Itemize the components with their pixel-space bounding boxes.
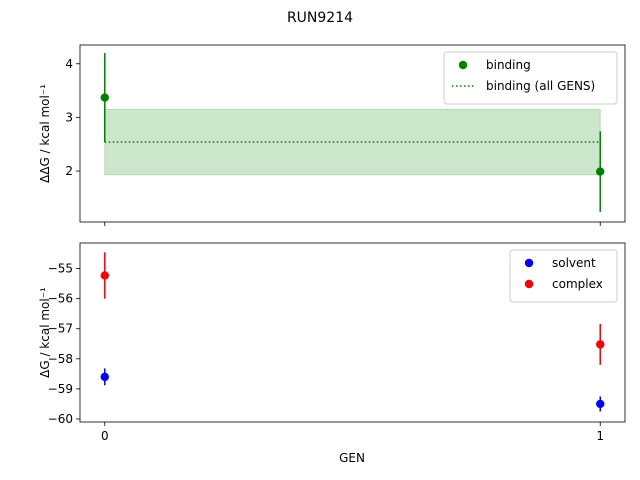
y-tick-label: 4: [65, 57, 73, 71]
data-point: [596, 399, 605, 409]
axes-frame: [79, 44, 626, 223]
y-tick-label: −59: [48, 382, 73, 396]
y-tick-label: −58: [48, 352, 73, 366]
figure-title: RUN9214: [287, 10, 353, 26]
legend-marker: [524, 279, 534, 289]
data-point: [596, 167, 605, 176]
x-tick-label: 0: [101, 429, 109, 443]
y-tick-label: 3: [65, 110, 73, 124]
legend-label: solvent: [552, 256, 596, 270]
legend-label: binding: [486, 58, 531, 72]
legend-label: binding (all GENS): [486, 79, 595, 93]
legend: binding binding (all GENS): [443, 51, 618, 105]
y-tick-label: −60: [48, 412, 73, 426]
y-tick-label: 2: [65, 164, 73, 178]
y-axis-label: ΔG / kcal mol⁻¹: [38, 287, 52, 378]
legend-marker: [524, 258, 534, 268]
legend: solvent complex: [509, 249, 618, 303]
y-tick-label: −57: [48, 322, 73, 336]
legend-box: [509, 249, 618, 303]
legend-marker: [458, 60, 468, 70]
x-tick-label: 1: [596, 429, 604, 443]
data-point: [100, 372, 109, 382]
x-axis-label: GEN: [339, 451, 365, 465]
axes-frame: [79, 242, 626, 423]
legend-box: [443, 51, 618, 105]
legend-label: complex: [552, 277, 603, 291]
y-axis-label: ΔΔG / kcal mol⁻¹: [38, 84, 52, 183]
data-point: [100, 271, 109, 280]
y-tick-label: −56: [48, 292, 73, 306]
panel-dg: −60 −59 −58 −57 −56 −55 0 1 ΔG / kcal mol⁻¹ solve…: [38, 242, 626, 443]
y-tick-label: −55: [48, 262, 73, 276]
data-point: [100, 93, 109, 102]
data-point: [596, 340, 605, 349]
